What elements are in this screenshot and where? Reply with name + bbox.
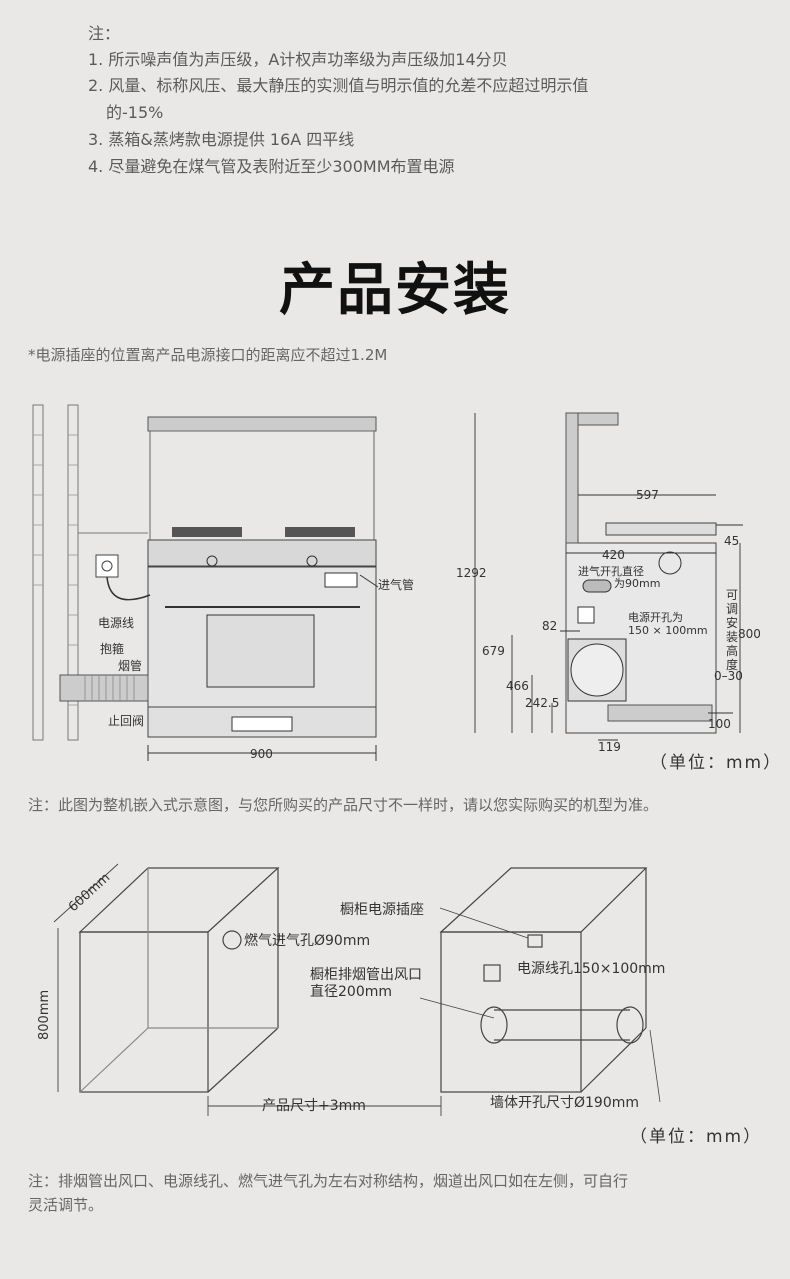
- bottom-note-line-1: 注：排烟管出风口、电源线孔、燃气进气孔为左右对称结构，烟道出风口如在左侧，可自行: [28, 1172, 629, 1190]
- adjust-label-6: 度: [726, 657, 738, 672]
- power-hole-label-cabinet: 电源线孔150×100mm: [517, 961, 665, 977]
- cabinet-depth-label: 600mm: [66, 870, 113, 915]
- gas-pipe-label: 进气管: [378, 577, 414, 592]
- cabinet-diagram: 600mm 800mm 燃气进气孔Ø90mm 橱柜电源插座 电源线孔150×10…: [37, 863, 665, 1116]
- dim-679: 679: [482, 644, 505, 658]
- notes-heading: 注：: [88, 24, 121, 43]
- adjust-label-1: 可: [726, 588, 738, 602]
- power-hole-size: 150 × 100mm: [628, 624, 708, 637]
- adjust-range: 0–30: [714, 669, 743, 683]
- dim-119: 119: [598, 740, 621, 754]
- dim-1292: 1292: [456, 566, 487, 580]
- gas-hole-label-cabinet: 燃气进气孔Ø90mm: [244, 932, 370, 949]
- power-hole-label: 电源开孔为: [628, 610, 683, 624]
- exhaust-label-2: 直径200mm: [310, 983, 392, 1000]
- cabinet-unit-label: （单位：mm）: [630, 1127, 763, 1147]
- hoop-label: 抱箍: [100, 641, 124, 656]
- wall-hole-label: 墙体开孔尺寸Ø190mm: [490, 1095, 639, 1111]
- dim-420: 420: [602, 548, 625, 562]
- dim-100: 100: [708, 717, 731, 731]
- power-cord-label: 电源线: [98, 616, 134, 630]
- dim-45: 45: [724, 534, 739, 548]
- power-socket-note: *电源插座的位置离产品电源接口的距离应不超过1.2M: [28, 346, 388, 364]
- note-item-2: 2. 风量、标称风压、最大静压的实测值与明示值的允差不应超过明示值: [88, 76, 589, 95]
- bottom-note-line-2: 灵活调节。: [28, 1196, 104, 1214]
- note-item-3: 3. 蒸箱&蒸烤款电源提供 16A 四平线: [88, 130, 355, 149]
- dim-242-5: 242.5: [525, 696, 559, 710]
- smoke-pipe-label: 烟管: [118, 658, 142, 673]
- cabinet-height-label: 800mm: [37, 990, 52, 1040]
- adjust-label-2: 调: [726, 602, 738, 616]
- page-title: 产品安装: [279, 258, 511, 323]
- adjust-label-5: 高: [726, 643, 738, 658]
- dim-82: 82: [542, 619, 557, 633]
- dim-597: 597: [636, 488, 659, 502]
- note-item-1: 1. 所示噪声值为声压级，A计权声功率级为声压级加14分贝: [88, 50, 508, 69]
- check-valve-label: 止回阀: [108, 714, 144, 728]
- gas-hole-label: 进气开孔直径: [578, 564, 644, 578]
- socket-label: 橱柜电源插座: [340, 902, 424, 918]
- note-item-2-cont: 的-15%: [106, 103, 164, 122]
- side-dimension-diagram: 1292 597 45 420 进气开孔直径 为90mm 电源开孔为 150 ×…: [456, 412, 761, 754]
- side-unit-label: （单位：mm）: [650, 753, 783, 773]
- width-dimension: 900: [250, 747, 273, 761]
- exhaust-label-1: 橱柜排烟管出风口: [310, 967, 422, 983]
- fit-note: 注：此图为整机嵌入式示意图，与您所购买的产品尺寸不一样时，请以您实际购买的机型为…: [28, 796, 659, 814]
- adjust-label-3: 安: [726, 615, 738, 630]
- dim-800: 800: [738, 627, 761, 641]
- adjust-label-4: 装: [726, 630, 738, 644]
- gas-hole-size: 为90mm: [614, 577, 660, 590]
- note-item-4: 4. 尽量避免在煤气管及表附近至少300MM布置电源: [88, 157, 455, 176]
- front-install-diagram: 进气管 电源线 抱箍 烟管 止回阀 900: [32, 404, 414, 761]
- product-size-label: 产品尺寸+3mm: [262, 1098, 366, 1114]
- dim-466: 466: [506, 679, 529, 693]
